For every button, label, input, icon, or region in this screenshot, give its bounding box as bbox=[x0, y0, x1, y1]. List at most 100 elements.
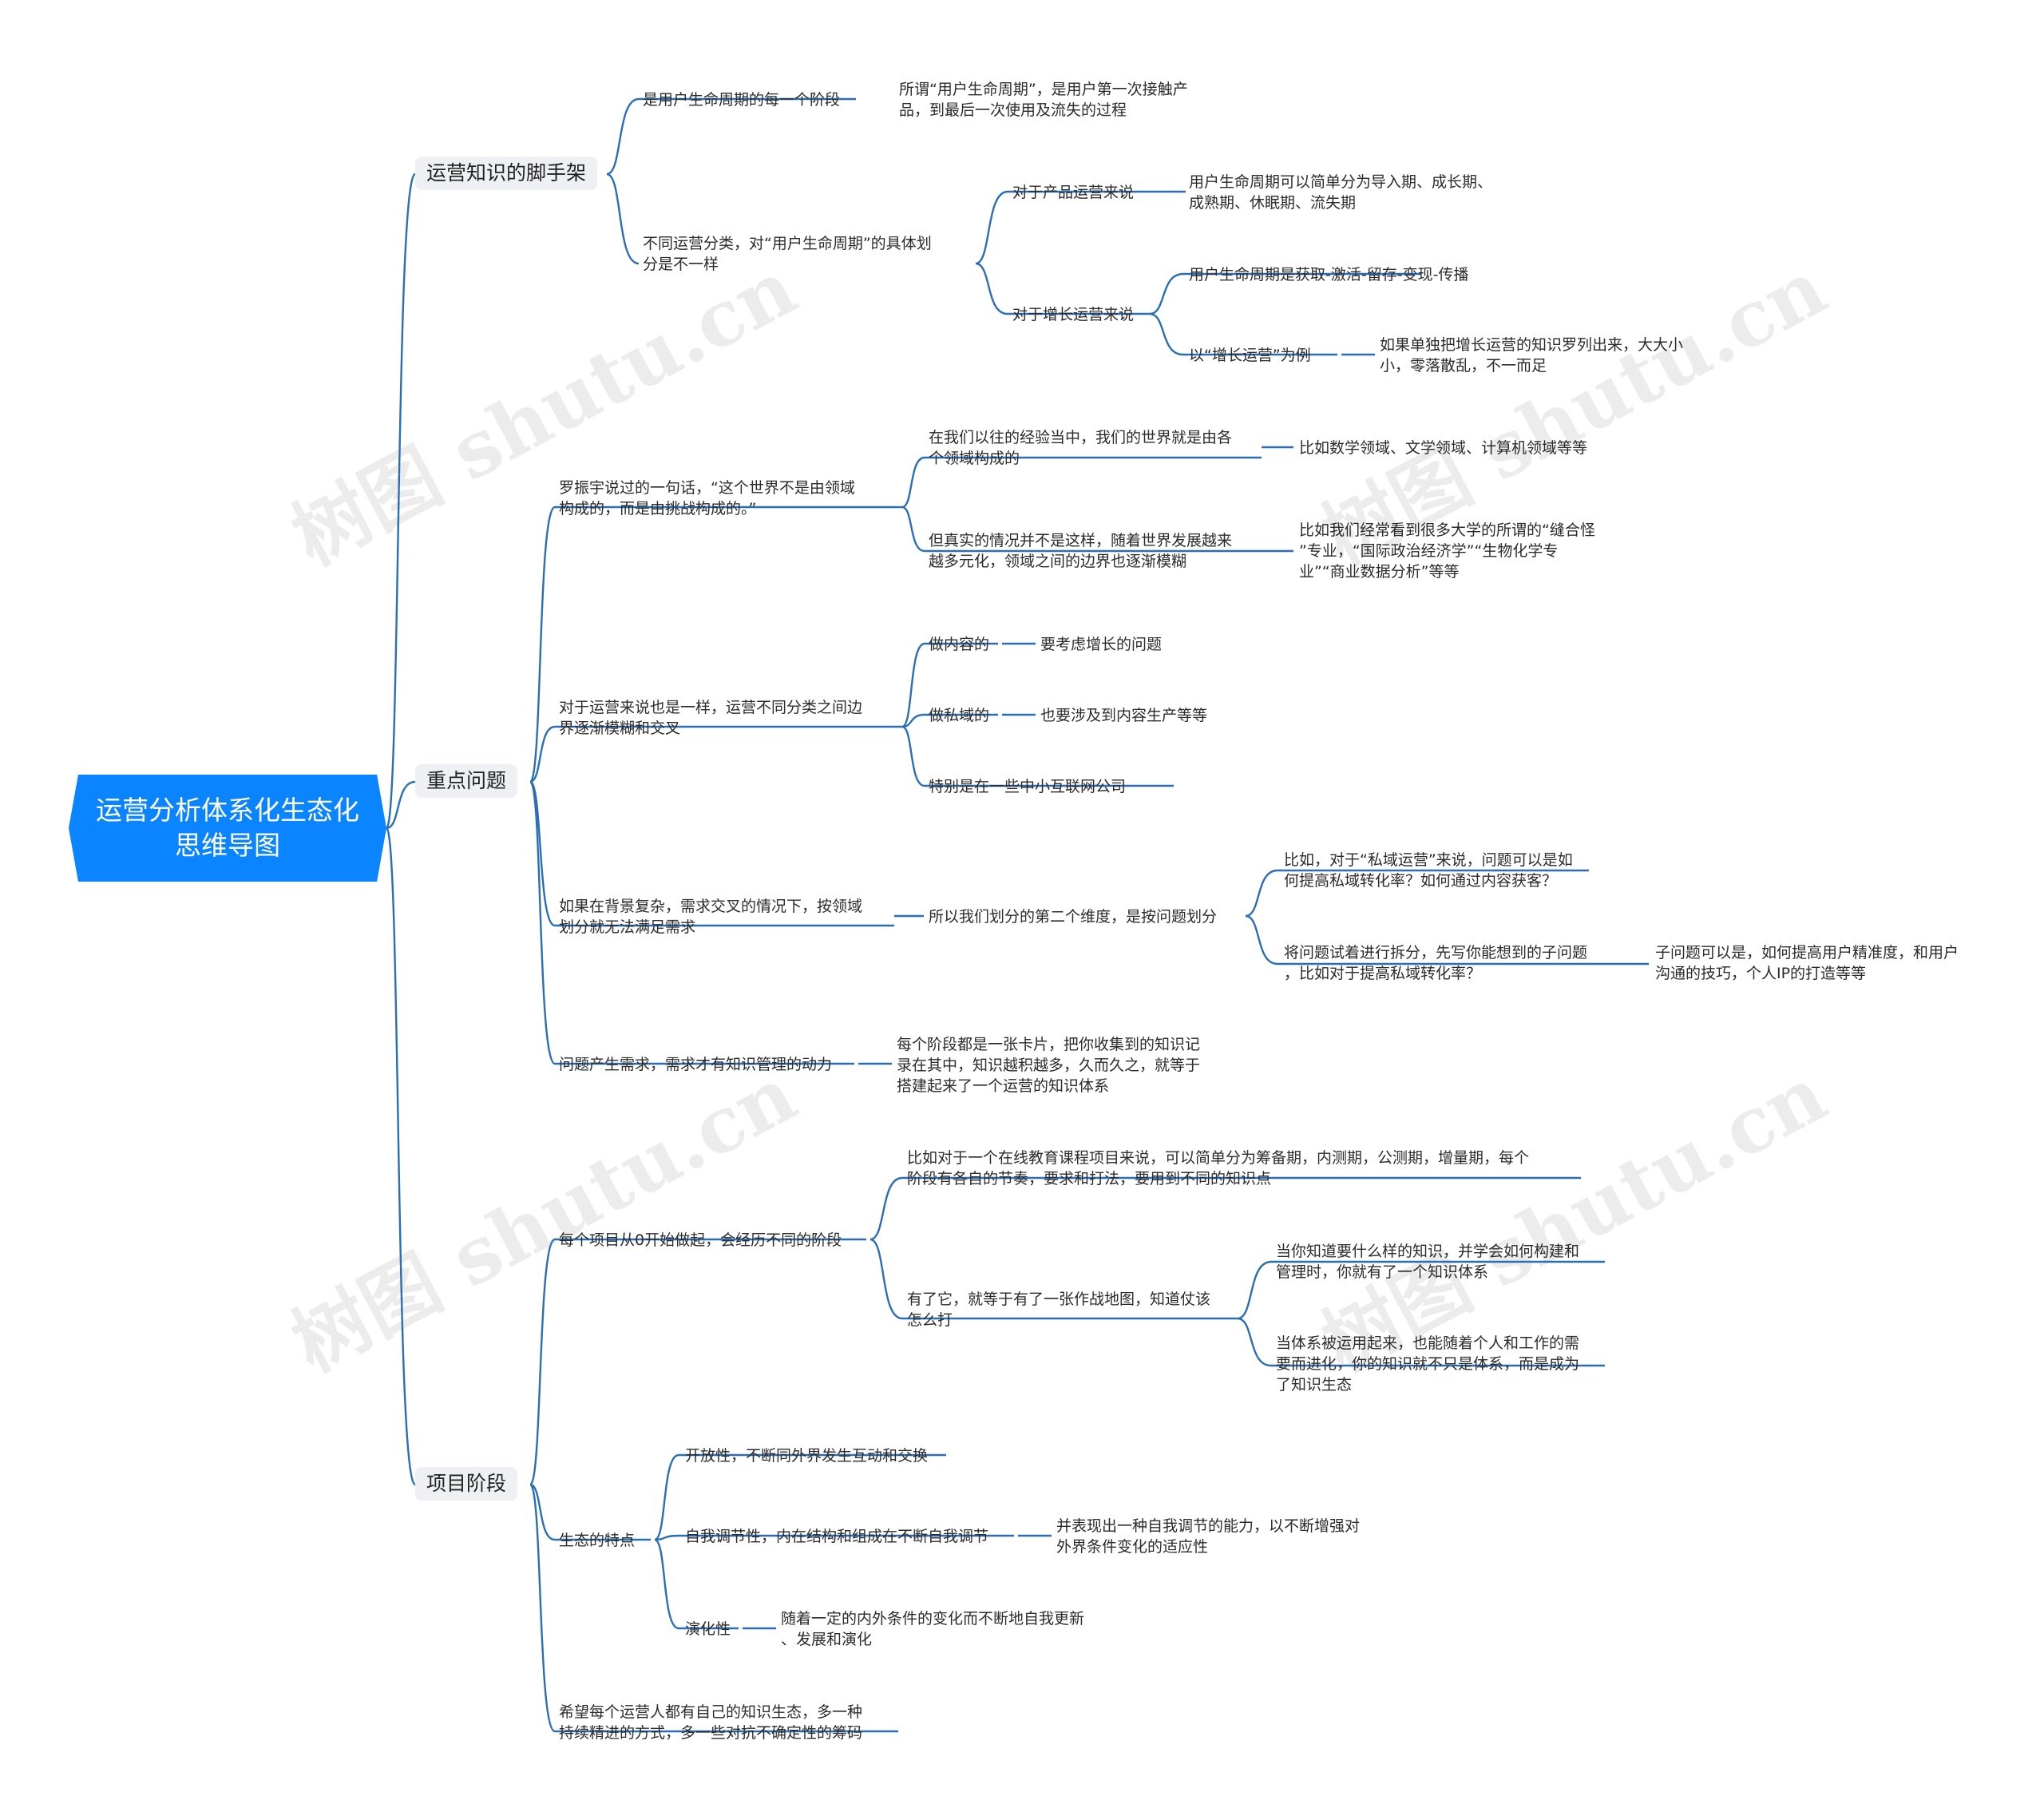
connector bbox=[901, 713, 998, 728]
connector bbox=[869, 1238, 1238, 1320]
connector bbox=[1237, 1317, 1605, 1367]
topic-private-domain-problems[interactable]: 比如，对于“私域运营”来说，问题可以是如 何提高私域转化率？如何通过内容获客？ bbox=[1284, 850, 1573, 891]
text-line: 随着一定的内外条件的变化而不断地自我更新 bbox=[781, 1610, 1085, 1628]
text-line: 了知识生态 bbox=[1276, 1376, 1353, 1394]
connector bbox=[1245, 869, 1589, 918]
topic-world-domains[interactable]: 在我们以往的经验当中，我们的世界就是由各 个领域构成的 bbox=[929, 427, 1232, 469]
topic-knowledge-system[interactable]: 当你知道要什么样的知识，并学会如何构建和 管理时，你就有了一个知识体系 bbox=[1276, 1241, 1579, 1283]
connector bbox=[529, 780, 894, 927]
connector bbox=[385, 172, 417, 830]
topic-sub-problems[interactable]: 子问题可以是，如何提高用户精准度，和用户 沟通的技巧，个人IP的打造等等 bbox=[1655, 942, 1959, 984]
topic-knowledge-ecology[interactable]: 当体系被运用起来，也能随着个人和工作的需 要而进化，你的知识就不只是体系，而是成… bbox=[1276, 1333, 1579, 1395]
connector bbox=[901, 456, 1262, 509]
topic-battle-map[interactable]: 有了它，就等于有了一张作战地图，知道仗该 怎么打 bbox=[907, 1289, 1210, 1330]
topic-personal-ecology[interactable]: 希望每个运营人都有自己的知识生态，多一种 持续精进的方式，多一些对抗不确定性的筹… bbox=[559, 1702, 862, 1743]
branch-ops-scaffold[interactable]: 运营知识的脚手架 bbox=[415, 157, 598, 190]
topic-complex-background[interactable]: 如果在背景复杂，需求交叉的情况下，按领域 划分就无法满足需求 bbox=[559, 896, 862, 938]
topic-growth-ops-stages[interactable]: 用户生命周期是获取-激活-留存-变现-传播 bbox=[1189, 266, 1469, 283]
root-title-line2: 思维导图 bbox=[175, 830, 280, 861]
topic-edu-course-example[interactable]: 比如对于一个在线教育课程项目来说，可以简单分为筹备期，内测期，公测期，增量期，每… bbox=[907, 1148, 1529, 1189]
connector bbox=[901, 642, 998, 728]
topic-hybrid-majors[interactable]: 比如我们经常看到很多大学的所谓的“缝合怪 ”专业，“国际政治经济学”“生物化学专… bbox=[1299, 520, 1595, 582]
topic-evolution-detail[interactable]: 随着一定的内外条件的变化而不断地自我更新 、发展和演化 bbox=[781, 1608, 1084, 1650]
branch-key-issues[interactable]: 重点问题 bbox=[415, 764, 518, 798]
connector bbox=[529, 506, 902, 783]
topic-evolution[interactable]: 演化性 bbox=[685, 1620, 731, 1638]
connector bbox=[606, 97, 856, 176]
topic-product-ops[interactable]: 对于产品运营来说 bbox=[1012, 184, 1135, 201]
topic-lifecycle-stage[interactable]: 是用户生命周期的每一个阶段 bbox=[643, 91, 841, 109]
connector bbox=[869, 1176, 1581, 1241]
topic-ops-boundaries[interactable]: 对于运营来说也是一样，运营不同分类之间边 界逐渐模糊和交叉 bbox=[559, 697, 862, 739]
topic-luo-quote[interactable]: 罗振宇说过的一句话，“这个世界不是由领域 构成的，而是由挑战构成的。” bbox=[559, 478, 855, 519]
text-line: ”专业，“国际政治经济学”“生物化学专 bbox=[1299, 542, 1559, 560]
topic-problem-division[interactable]: 所以我们划分的第二个维度，是按问题划分 bbox=[929, 908, 1218, 926]
root-title-line1: 运营分析体系化生态化 bbox=[96, 795, 359, 826]
topic-knowledge-cards[interactable]: 每个阶段都是一张卡片，把你收集到的知识记 录在其中，知识越积越多，久而久之，就等… bbox=[897, 1034, 1200, 1096]
text-line: 小，零落散乱，不一而足 bbox=[1380, 357, 1547, 375]
text-line: 持续精进的方式，多一些对抗不确定性的筹码 bbox=[559, 1724, 863, 1742]
topic-ecology-traits[interactable]: 生态的特点 bbox=[559, 1532, 636, 1549]
text-line: 如果单独把增长运营的知识罗列出来，大大小 bbox=[1380, 336, 1684, 354]
topic-lifecycle-definition[interactable]: 所谓“用户生命周期”，是用户第一次接触产 品，到最后一次使用及流失的过程 bbox=[899, 79, 1188, 121]
topic-project-stages[interactable]: 每个项目从0开始做起，会经历不同的阶段 bbox=[559, 1231, 842, 1249]
topic-private-domain[interactable]: 做私域的 bbox=[929, 707, 990, 724]
connector bbox=[529, 725, 902, 783]
topic-self-regulation[interactable]: 自我调节性，内在结构和组成在不断自我调节 bbox=[685, 1528, 989, 1545]
text-line: 录在其中，知识越积越多，久而久之，就等于 bbox=[897, 1057, 1201, 1074]
connector bbox=[386, 780, 416, 830]
connector bbox=[529, 780, 854, 1065]
connector bbox=[529, 1238, 866, 1486]
text-line: 比如对于一个在线教育课程项目来说，可以简单分为筹备期，内测期，公测期，增量期，每… bbox=[907, 1149, 1530, 1167]
text-line: 构成的，而是由挑战构成的。” bbox=[559, 500, 757, 517]
text-line: 在我们以往的经验当中，我们的世界就是由各 bbox=[929, 429, 1233, 446]
connector bbox=[529, 1483, 651, 1541]
text-line: 外界条件变化的适应性 bbox=[1056, 1538, 1209, 1556]
topic-openness[interactable]: 开放性，不断同外界发生互动和交换 bbox=[685, 1447, 929, 1465]
topic-domain-examples[interactable]: 比如数学领域、文学领域、计算机领域等等 bbox=[1299, 439, 1588, 457]
text-line: 不同运营分类，对“用户生命周期”的具体划 bbox=[643, 235, 932, 252]
topic-growth-ops[interactable]: 对于增长运营来说 bbox=[1012, 306, 1135, 323]
topic-growth-knowledge-scattered[interactable]: 如果单独把增长运营的知识罗列出来，大大小 小，零落散乱，不一而足 bbox=[1380, 335, 1683, 376]
connector bbox=[975, 190, 1170, 265]
topic-private-content[interactable]: 也要涉及到内容生产等等 bbox=[1040, 707, 1208, 724]
branch-project-phase[interactable]: 项目阶段 bbox=[415, 1467, 518, 1501]
text-line: 当你知道要什么样的知识，并学会如何构建和 bbox=[1276, 1243, 1580, 1260]
text-line: 用户生命周期可以简单分为导入期、成长期、 bbox=[1189, 173, 1493, 191]
text-line: 界逐渐模糊和交叉 bbox=[559, 720, 681, 737]
topic-self-regulation-ability[interactable]: 并表现出一种自我调节的能力，以不断增强对 外界条件变化的适应性 bbox=[1056, 1516, 1360, 1557]
connector bbox=[385, 827, 417, 1486]
text-line: 如果在背景复杂，需求交叉的情况下，按领域 bbox=[559, 898, 863, 915]
text-line: 个领域构成的 bbox=[929, 450, 1020, 467]
connector bbox=[1149, 312, 1337, 356]
topic-problem-needs[interactable]: 问题产生需求，需求才有知识管理的动力 bbox=[559, 1056, 833, 1073]
topic-content-growth[interactable]: 要考虑增长的问题 bbox=[1040, 636, 1163, 653]
topic-content-ops[interactable]: 做内容的 bbox=[929, 636, 990, 653]
topic-small-companies[interactable]: 特别是在一些中小互联网公司 bbox=[929, 778, 1127, 795]
root-topic[interactable]: 运营分析体系化生态化 思维导图 bbox=[69, 775, 386, 882]
connector bbox=[975, 262, 1150, 315]
text-line: 品，到最后一次使用及流失的过程 bbox=[899, 101, 1127, 119]
text-line: 要而进化，你的知识就不只是体系，而是成为 bbox=[1276, 1355, 1580, 1373]
text-line: 并表现出一种自我调节的能力，以不断增强对 bbox=[1056, 1517, 1361, 1535]
text-line: 子问题可以是，如何提高用户精准度，和用户 bbox=[1655, 944, 1959, 962]
topic-product-ops-stages[interactable]: 用户生命周期可以简单分为导入期、成长期、 成熟期、休眠期、流失期 bbox=[1189, 172, 1492, 213]
connector bbox=[1149, 272, 1421, 315]
text-line: 搭建起来了一个运营的知识体系 bbox=[897, 1077, 1110, 1095]
topic-split-problems[interactable]: 将问题试着进行拆分，先写你能想到的子问题 ，比如对于提高私域转化率？ bbox=[1284, 942, 1587, 984]
text-line: 将问题试着进行拆分，先写你能想到的子问题 bbox=[1284, 944, 1588, 962]
text-line: 越多元化，领域之间的边界也逐渐模糊 bbox=[929, 553, 1187, 570]
topic-blurred-boundaries[interactable]: 但真实的情况并不是这样，随着世界发展越来 越多元化，领域之间的边界也逐渐模糊 bbox=[929, 530, 1232, 572]
connector bbox=[654, 1534, 1014, 1541]
text-line: 沟通的技巧，个人IP的打造等等 bbox=[1655, 965, 1867, 982]
connector bbox=[1237, 1260, 1605, 1320]
text-line: 成熟期、休眠期、流失期 bbox=[1189, 194, 1357, 212]
topic-growth-ops-example[interactable]: 以“增长运营”为例 bbox=[1189, 347, 1311, 364]
topic-lifecycle-division[interactable]: 不同运营分类，对“用户生命周期”的具体划 分是不一样 bbox=[643, 233, 932, 275]
connector bbox=[901, 725, 1174, 787]
connector bbox=[654, 1538, 739, 1630]
connector bbox=[654, 1453, 946, 1541]
connector bbox=[606, 172, 640, 265]
text-line: 有了它，就等于有了一张作战地图，知道仗该 bbox=[907, 1291, 1211, 1308]
